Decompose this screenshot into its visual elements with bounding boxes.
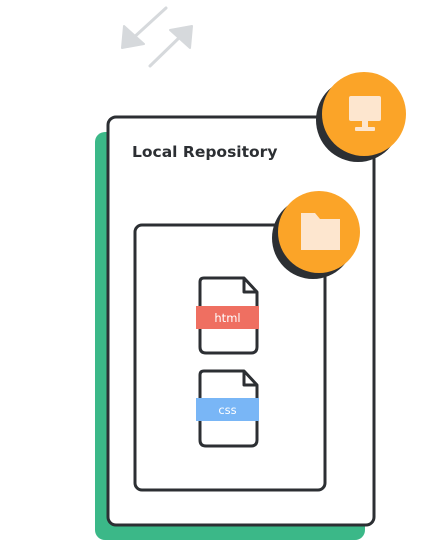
folder-box [133,223,327,492]
css-file-label: css [218,403,236,417]
sync-arrows-icon [121,6,193,68]
html-file-tag [196,306,259,329]
html-file-label: html [214,311,240,325]
repository-title: Local Repository [132,143,277,161]
monitor-badge [316,72,406,162]
css-file-tag [196,398,259,421]
css-file: css [196,369,259,448]
folder-badge [272,191,360,279]
monitor-icon [349,96,381,131]
folder-icon [301,213,340,250]
html-file: html [196,276,259,355]
